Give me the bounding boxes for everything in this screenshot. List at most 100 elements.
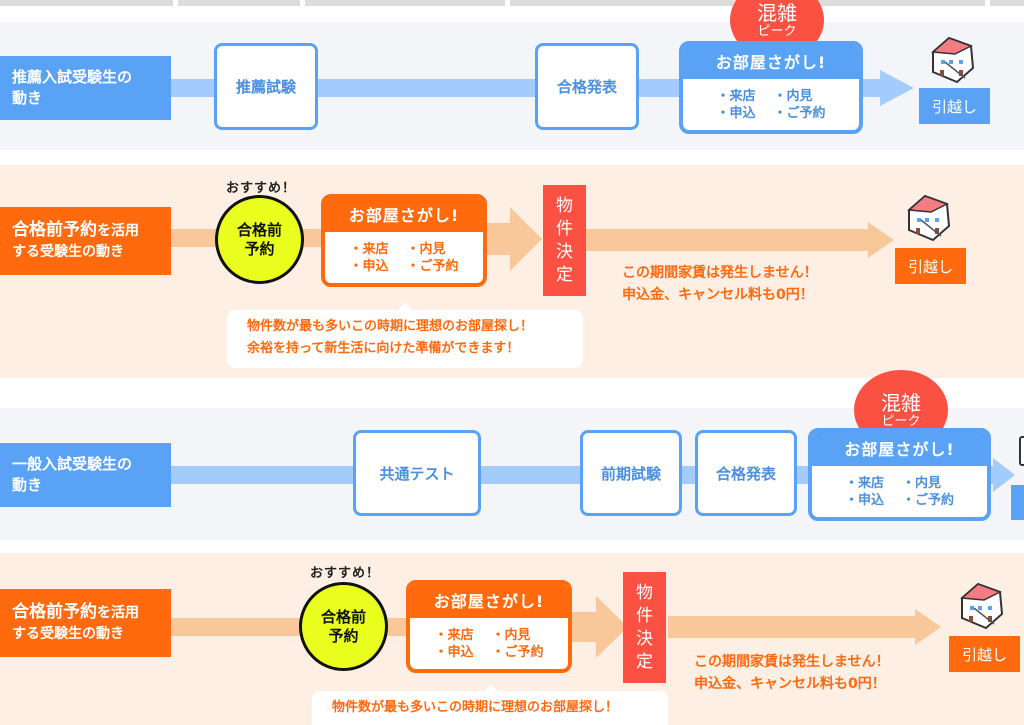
item-viewing: ・内見 [491, 627, 531, 643]
circle-line: 合格前 [236, 220, 282, 239]
item-viewing: ・内見 [902, 475, 942, 491]
section-label-emphasis: 合格前予約 [12, 219, 97, 240]
bubble-line: 物件数が最も多いこの時期に理想のお部屋探し！ [332, 700, 619, 715]
circle-line: 予約 [244, 239, 275, 258]
house-icon [960, 582, 1004, 630]
arrow-right-icon [868, 222, 894, 258]
bubble-line: 余裕を持って新生活に向けた準備ができます！ [247, 341, 520, 356]
item-viewing: ・内見 [406, 241, 446, 257]
item-visit: ・来店 [716, 88, 756, 104]
decision-char: 物 [556, 195, 573, 216]
room-search-items: ・来店 ・内見 ・申込 ・ご予約 [325, 232, 483, 283]
arrow-right-icon [880, 70, 914, 106]
top-strip [0, 0, 1024, 6]
note-line: この期間家賃は発生しません！ [694, 654, 890, 670]
decision-char: 定 [556, 264, 573, 285]
room-search-title: お部屋さがし! [812, 432, 987, 466]
move-label: 引越し [895, 248, 966, 284]
peak-title: 混雑 [757, 0, 797, 25]
top-segment [178, 0, 300, 6]
house-icon [931, 36, 975, 84]
house-icon [907, 194, 951, 242]
step-label: 前期試験 [600, 464, 661, 483]
house-icon-partial [1019, 436, 1024, 466]
room-search-box: お部屋さがし! ・来店 ・内見 ・申込 ・ご予約 [321, 194, 487, 287]
note-line: この期間家賃は発生しません！ [622, 265, 818, 281]
section-label: 合格前予約を活用 する受験生の動き [0, 207, 171, 275]
room-search-title: お部屋さがし! [325, 198, 483, 232]
item-apply: ・申込 [844, 492, 884, 508]
section-label-line: 動き [12, 476, 43, 494]
pre-pass-reservation-circle: 合格前 予約 [299, 582, 388, 671]
section-label-line: 推薦入試受験生の [12, 68, 133, 86]
top-segment [0, 0, 173, 6]
section-label: 推薦入試受験生の 動き [0, 56, 171, 120]
section-label: 合格前予約を活用 する受験生の動き [0, 589, 171, 657]
recommend-label: おすすめ！ [226, 181, 297, 196]
item-reserve: ・ご予約 [406, 258, 459, 274]
room-search-items: ・来店 ・内見 ・申込 ・ご予約 [812, 466, 987, 517]
decision-char: 決 [636, 628, 653, 649]
room-search-box: お部屋さがし! ・来店 ・内見 ・申込 ・ご予約 [808, 428, 991, 521]
tip-bubble: 物件数が最も多いこの時期に理想のお部屋探し！ 余裕を持って新生活に向けた準備がで… [227, 310, 583, 368]
bubble-tail [398, 302, 412, 310]
section-label-line: する受験生の動き [12, 625, 124, 642]
step-pass-announcement: 合格発表 [535, 43, 639, 130]
room-search-title: お部屋さがし! [683, 45, 859, 79]
move-label: 引越し [919, 88, 990, 124]
section-label-line: を活用 [97, 222, 139, 239]
step-first-term-exam: 前期試験 [580, 430, 682, 516]
arrow-right-icon [568, 596, 628, 658]
bubble-tail [484, 684, 498, 692]
step-recommend-exam: 推薦試験 [214, 43, 318, 130]
move-text: 引越し [961, 645, 1007, 664]
note-line: 申込金、キャンセル料も0円！ [622, 287, 814, 303]
item-apply: ・申込 [716, 105, 756, 121]
item-reserve: ・ご予約 [902, 492, 955, 508]
room-search-items: ・来店 ・内見 ・申込 ・ご予約 [683, 79, 859, 130]
item-reserve: ・ご予約 [491, 644, 544, 660]
top-segment [990, 0, 1024, 6]
item-visit: ・来店 [349, 241, 389, 257]
arrow-right-icon [480, 207, 542, 271]
move-label: 引越し [949, 636, 1020, 672]
decision-char: 決 [556, 241, 573, 262]
step-label: 共通テスト [379, 464, 455, 483]
item-viewing: ・内見 [773, 88, 813, 104]
pre-pass-reservation-circle: 合格前 予約 [215, 195, 304, 284]
section-label-line: 一般入試受験生の [12, 455, 133, 473]
section-label-line: 動き [12, 89, 43, 107]
item-visit: ・来店 [434, 627, 474, 643]
circle-line: 予約 [328, 626, 359, 645]
section-label-emphasis: 合格前予約 [12, 601, 97, 622]
step-pass-announcement: 合格発表 [695, 430, 797, 516]
property-decision-label: 物 件 決 定 [623, 572, 666, 683]
peak-subtitle: ピーク [881, 413, 921, 429]
item-apply: ・申込 [434, 644, 474, 660]
step-common-test: 共通テスト [353, 430, 481, 516]
timeline-track [585, 229, 875, 251]
section-label-line: する受験生の動き [12, 243, 124, 260]
free-period-note: この期間家賃は発生しません！ 申込金、キャンセル料も0円！ [694, 651, 890, 695]
section-label: 一般入試受験生の 動き [0, 443, 171, 507]
bubble-line: 物件数が最も多いこの時期に理想のお部屋探し！ [247, 319, 534, 334]
peak-subtitle: ピーク [757, 23, 797, 39]
item-reserve: ・ご予約 [773, 105, 826, 121]
item-apply: ・申込 [349, 258, 389, 274]
note-line: 申込金、キャンセル料も0円！ [694, 676, 886, 692]
room-search-box: お部屋さがし! ・来店 ・内見 ・申込 ・ご予約 [406, 580, 572, 673]
recommend-label: おすすめ！ [310, 566, 381, 581]
decision-char: 件 [556, 218, 573, 239]
decision-char: 物 [636, 582, 653, 603]
item-visit: ・来店 [844, 475, 884, 491]
property-decision-label: 物 件 決 定 [543, 185, 586, 296]
arrow-right-icon [993, 458, 1015, 492]
free-period-note: この期間家賃は発生しません！ 申込金、キャンセル料も0円！ [622, 262, 818, 306]
top-segment [305, 0, 505, 6]
step-label: 合格発表 [556, 78, 617, 96]
circle-line: 合格前 [320, 607, 366, 626]
section-label-line: を活用 [97, 604, 139, 621]
step-label: 推薦試験 [235, 78, 296, 96]
room-search-box: お部屋さがし! ・来店 ・内見 ・申込 ・ご予約 [679, 41, 863, 134]
peak-title: 混雑 [881, 390, 921, 415]
